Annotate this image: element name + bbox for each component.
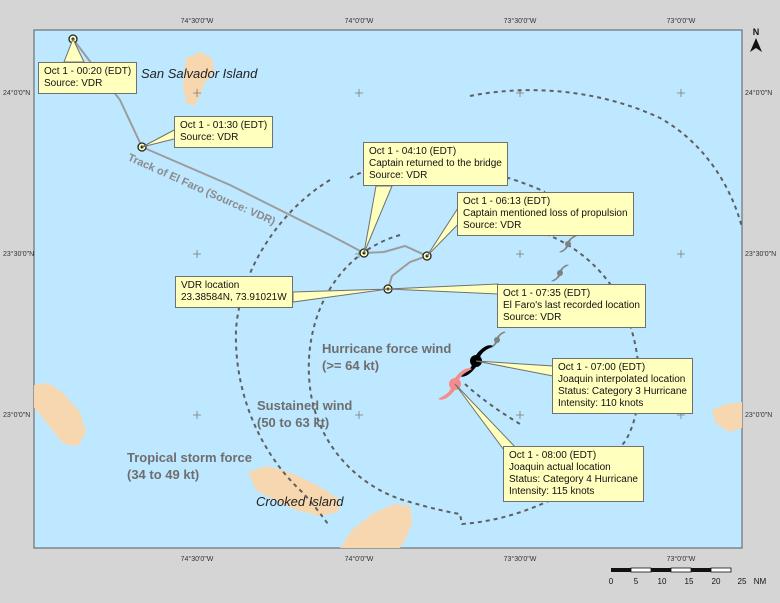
bottom-label-2: 74°0'0"W xyxy=(345,555,374,563)
scale-tick-15: 15 xyxy=(685,577,694,586)
callout-0130: Oct 1 - 01:30 (EDT) Source: VDR xyxy=(174,116,274,148)
mayaguana-island-land xyxy=(712,402,742,432)
tropical-storm-range: (34 to 49 kt) xyxy=(127,467,199,482)
callout-line: Joaquin actual location xyxy=(509,462,611,473)
scale-tick-10: 10 xyxy=(658,577,667,586)
el-faro-track xyxy=(72,38,430,290)
scale-segment xyxy=(710,567,732,573)
callout-0800: Oct 1 - 08:00 (EDT) Joaquin actual locat… xyxy=(503,446,644,502)
leader-0410 xyxy=(363,185,393,254)
hurricane-symbol-small-2 xyxy=(551,264,569,282)
left-label-3: 23°0'0"N xyxy=(3,411,30,419)
scale-tick-25: 25 xyxy=(738,577,747,586)
scale-tick-20: 20 xyxy=(712,577,721,586)
scale-segment xyxy=(670,567,692,573)
sustained-wind-radius xyxy=(234,179,331,525)
callout-line: Captain mentioned loss of propulsion xyxy=(463,208,628,219)
callout-line: Oct 1 - 08:00 (EDT) xyxy=(509,450,597,461)
callout-line: Source: VDR xyxy=(463,220,522,231)
frame-labels: 74°30'0"W 74°0'0"W 73°30'0"W 73°0'0"W 74… xyxy=(3,17,776,563)
leader-vdr xyxy=(292,288,389,303)
callout-line: Intensity: 110 knots xyxy=(558,398,644,409)
scale-bar: 0 5 10 15 20 25 NM xyxy=(609,567,767,586)
callout-line: Oct 1 - 04:10 (EDT) xyxy=(369,146,457,157)
wind-zone-labels: Hurricane force wind (>= 64 kt) Sustaine… xyxy=(127,341,451,482)
scale-segment xyxy=(691,568,711,572)
tropical-storm-label: Tropical storm force xyxy=(127,450,252,465)
sustained-wind-range: (50 to 63 kt) xyxy=(257,415,329,430)
scale-segment xyxy=(651,568,671,572)
bottom-label-1: 74°30'0"W xyxy=(181,555,214,563)
graticule-crosses xyxy=(193,89,685,419)
scale-segment xyxy=(630,567,652,573)
left-label-1: 24°0'0"N xyxy=(3,89,30,97)
top-label-1: 74°30'0"W xyxy=(181,17,214,25)
crooked-island-label: Crooked Island xyxy=(256,494,344,509)
callout-line: Oct 1 - 07:35 (EDT) xyxy=(503,288,591,299)
callout-line: Joaquin interpolated location xyxy=(558,374,686,385)
scale-tick-0: 0 xyxy=(609,577,614,586)
hurricane-symbol-small-3 xyxy=(488,331,506,349)
callout-line: Oct 1 - 06:13 (EDT) xyxy=(463,196,551,207)
right-label-3: 23°0'0"N xyxy=(745,411,772,419)
callout-line: 23.38584N, 73.91021W xyxy=(181,292,287,303)
callout-line: Status: Category 3 Hurricane xyxy=(558,386,687,397)
san-salvador-island-land xyxy=(183,52,214,106)
hurricane-wind-range: (>= 64 kt) xyxy=(322,358,379,373)
callout-line: Intensity: 115 knots xyxy=(509,486,595,497)
callout-0020: Oct 1 - 00:20 (EDT) Source: VDR xyxy=(38,62,138,94)
callout-0613: Oct 1 - 06:13 (EDT) Captain mentioned lo… xyxy=(457,192,634,236)
top-label-2: 74°0'0"W xyxy=(345,17,374,25)
hurricane-wind-label: Hurricane force wind xyxy=(322,341,451,356)
sustained-wind-label: Sustained wind xyxy=(257,398,352,413)
north-arrow-shape xyxy=(750,38,762,52)
callout-line: Source: VDR xyxy=(503,312,562,323)
top-label-4: 73°0'0"W xyxy=(667,17,696,25)
left-label-2: 23°30'0"N xyxy=(3,250,34,258)
scale-unit: NM xyxy=(754,577,767,586)
callout-vdr-location: VDR location 23.38584N, 73.91021W xyxy=(175,276,293,308)
callout-line: Status: Category 4 Hurricane xyxy=(509,474,638,485)
bottom-label-4: 73°0'0"W xyxy=(667,555,696,563)
outer-wind-radius-arc xyxy=(469,89,742,232)
callout-line: Captain returned to the bridge xyxy=(369,158,502,169)
acklins-island-land xyxy=(340,504,412,548)
callout-0410: Oct 1 - 04:10 (EDT) Captain returned to … xyxy=(363,142,508,186)
callout-0735: Oct 1 - 07:35 (EDT) El Faro's last recor… xyxy=(497,284,646,328)
callout-line: Oct 1 - 07:00 (EDT) xyxy=(558,362,646,373)
right-label-2: 23°30'0"N xyxy=(745,250,776,258)
callout-leaders xyxy=(63,37,554,451)
bottom-label-3: 73°30'0"W xyxy=(504,555,537,563)
long-island-land xyxy=(34,383,86,446)
top-label-3: 73°30'0"W xyxy=(504,17,537,25)
scale-tick-5: 5 xyxy=(634,577,639,586)
callout-line: Oct 1 - 01:30 (EDT) xyxy=(180,120,268,131)
crooked-island-land xyxy=(248,466,340,516)
right-label-1: 24°0'0"N xyxy=(745,89,772,97)
callout-line: Source: VDR xyxy=(44,78,103,89)
callout-line: Source: VDR xyxy=(180,132,239,143)
north-arrow-icon: N xyxy=(750,27,762,52)
inner-wind-radius xyxy=(464,383,521,425)
callout-line: Source: VDR xyxy=(369,170,428,181)
callout-0700: Oct 1 - 07:00 (EDT) Joaquin interpolated… xyxy=(552,358,693,414)
callout-line: El Faro's last recorded location xyxy=(503,300,640,311)
north-arrow-label: N xyxy=(753,27,760,37)
scale-segment xyxy=(611,568,631,572)
san-salvador-label: San Salvador Island xyxy=(141,66,258,81)
hurricane-symbol-small-1 xyxy=(559,235,577,253)
callout-line: Oct 1 - 00:20 (EDT) xyxy=(44,66,132,77)
callout-line: VDR location xyxy=(181,280,240,291)
